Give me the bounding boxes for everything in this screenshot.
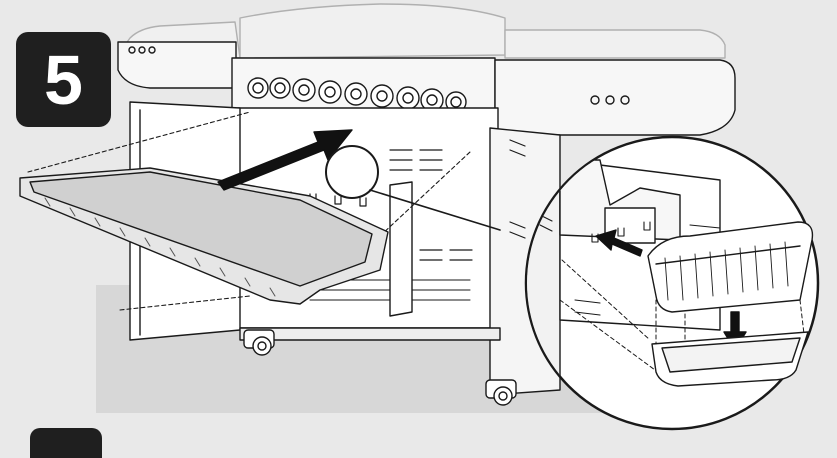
step-number: 5 (44, 40, 83, 119)
guide-lines-icon (27, 111, 471, 311)
right-side-shelf-icon (494, 59, 736, 136)
grill-illustration-icon (19, 3, 820, 431)
caster-wheels-icon (243, 329, 517, 406)
connector-line-icon (369, 189, 501, 231)
left-side-shelf-icon (117, 41, 237, 89)
insert-arrow-icon (217, 129, 353, 191)
drip-pan-icon (647, 221, 814, 387)
step-number-badge: 5 (16, 32, 111, 127)
grease-tray-icon (19, 167, 389, 305)
highlight-circle-icon (325, 145, 379, 199)
